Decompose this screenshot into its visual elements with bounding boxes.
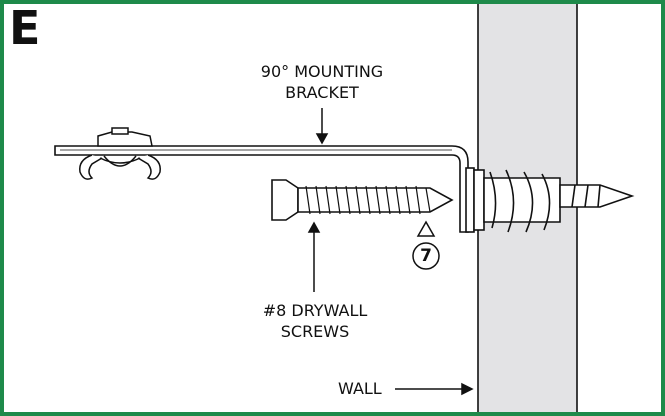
drywall-anchor bbox=[473, 169, 635, 233]
step-callout-marker bbox=[412, 220, 440, 270]
step-letter: E bbox=[9, 1, 41, 55]
wall-label: WALL bbox=[338, 379, 382, 398]
bracket-clip bbox=[79, 127, 161, 180]
bracket-label-line1: 90° MOUNTING bbox=[260, 62, 384, 81]
step-callout-number: 7 bbox=[420, 246, 432, 266]
screws-label: #8 DRYWALL SCREWS bbox=[225, 300, 405, 342]
screws-label-line2: SCREWS bbox=[280, 322, 350, 341]
screws-label-line1: #8 DRYWALL bbox=[262, 301, 368, 320]
bracket-label-line2: BRACKET bbox=[285, 83, 359, 102]
drywall-screw bbox=[271, 179, 454, 221]
leader-arrows bbox=[307, 108, 474, 396]
bracket-label: 90° MOUNTING BRACKET bbox=[232, 61, 412, 103]
